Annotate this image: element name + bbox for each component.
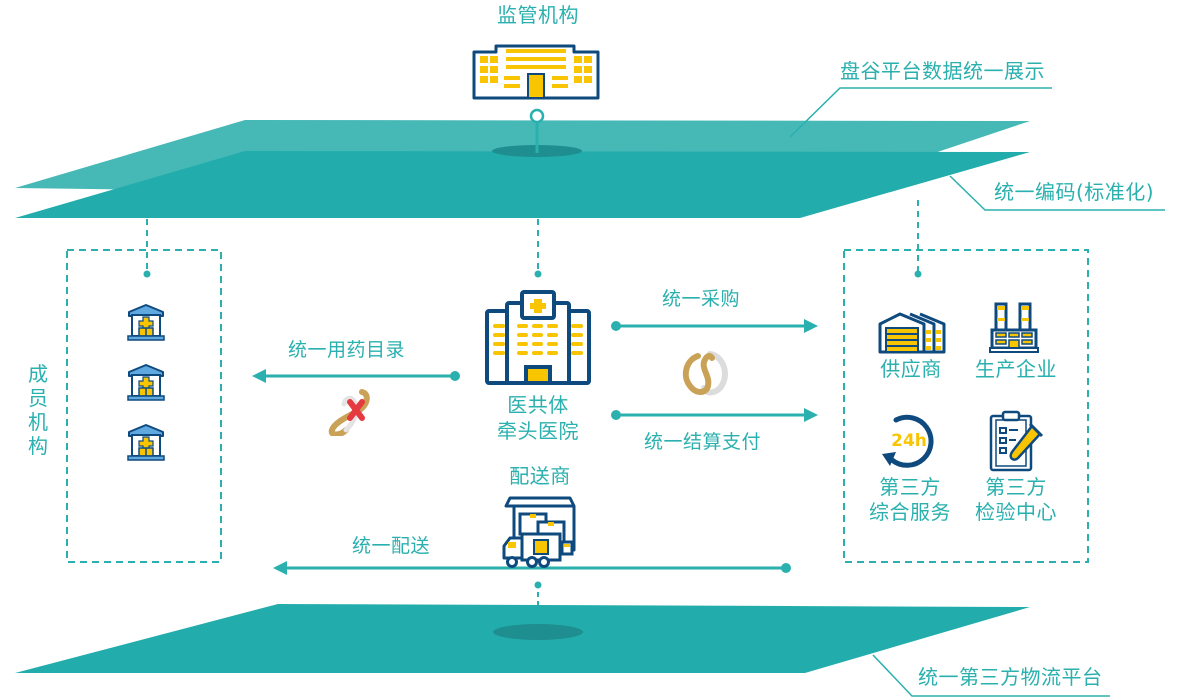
arrow-settlement [611, 408, 818, 422]
callout-line-logistics [872, 654, 1110, 697]
display-platform-label: 盘谷平台数据统一展示 [840, 59, 1045, 83]
regulator-label: 监管机构 [497, 3, 579, 27]
partner-label-lab-2: 检验中心 [975, 500, 1057, 524]
lead-hospital-label-1: 医共体 [507, 393, 569, 417]
arrow-delivery [273, 561, 791, 575]
svg-text:24h: 24h [891, 431, 927, 451]
partner-label-service-1: 第三方 [879, 475, 941, 499]
warehouse-icon [878, 312, 946, 354]
connector-dot [534, 270, 542, 278]
partner-label-manufacturer: 生产企业 [975, 357, 1057, 381]
connector-dot [534, 581, 542, 589]
unified-coding-label: 统一编码(标准化) [994, 180, 1155, 204]
settlement-label: 统一结算支付 [644, 431, 762, 453]
connector-dot [914, 270, 922, 278]
callout-line-display [789, 87, 1052, 138]
government-building-icon [472, 44, 600, 100]
partner-label-lab-1: 第三方 [985, 475, 1047, 499]
delivery-truck-icon [502, 496, 576, 568]
member-institutions-label: 成员机构 [28, 362, 49, 458]
procurement-label: 统一采购 [662, 288, 741, 310]
arrow-drug-catalog [252, 369, 460, 383]
connector-dot [143, 270, 151, 278]
s-logo-icon [682, 351, 728, 396]
clinic-icon [127, 424, 165, 461]
lead-hospital-label-2: 牵头医院 [497, 419, 579, 443]
partners-box [843, 249, 1089, 563]
lab-clipboard-icon [989, 410, 1044, 472]
24h-service-icon: 24h [882, 414, 934, 468]
partner-label-supplier: 供应商 [880, 357, 942, 381]
logistics-platform-label: 统一第三方物流平台 [918, 665, 1103, 689]
clinic-icon [127, 304, 165, 341]
pin-head [529, 108, 545, 124]
coding-plane [15, 151, 1030, 218]
distributor-label: 配送商 [509, 464, 571, 488]
members-box [66, 249, 222, 563]
delivery-label: 统一配送 [352, 535, 431, 557]
infinity-cross-logo-icon [328, 389, 370, 436]
factory-icon [989, 302, 1039, 353]
partner-label-service-2: 综合服务 [869, 500, 951, 524]
logistics-shadow [493, 624, 583, 640]
callout-line-coding [949, 175, 1165, 211]
hospital-icon [485, 290, 591, 385]
arrow-procurement [611, 319, 818, 333]
clinic-icon [127, 364, 165, 401]
drug-catalog-label: 统一用药目录 [288, 339, 406, 361]
